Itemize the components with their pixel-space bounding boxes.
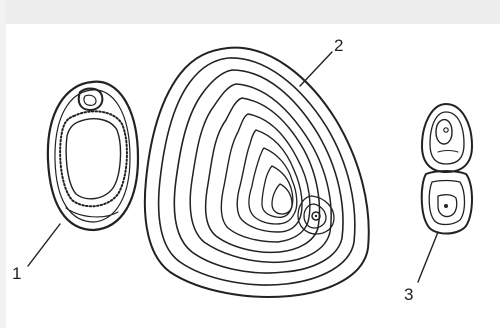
- label-1: 1: [12, 264, 21, 283]
- figure-2-concentric-shape: [145, 48, 369, 297]
- leader-line-2: [300, 52, 332, 86]
- leader-line-3: [418, 232, 438, 282]
- figure-1-oval: [48, 82, 138, 230]
- figure-3-stacked-capsules: [422, 104, 472, 234]
- leader-line-1: [28, 224, 60, 266]
- label-2: 2: [334, 36, 343, 55]
- label-3: 3: [404, 285, 413, 304]
